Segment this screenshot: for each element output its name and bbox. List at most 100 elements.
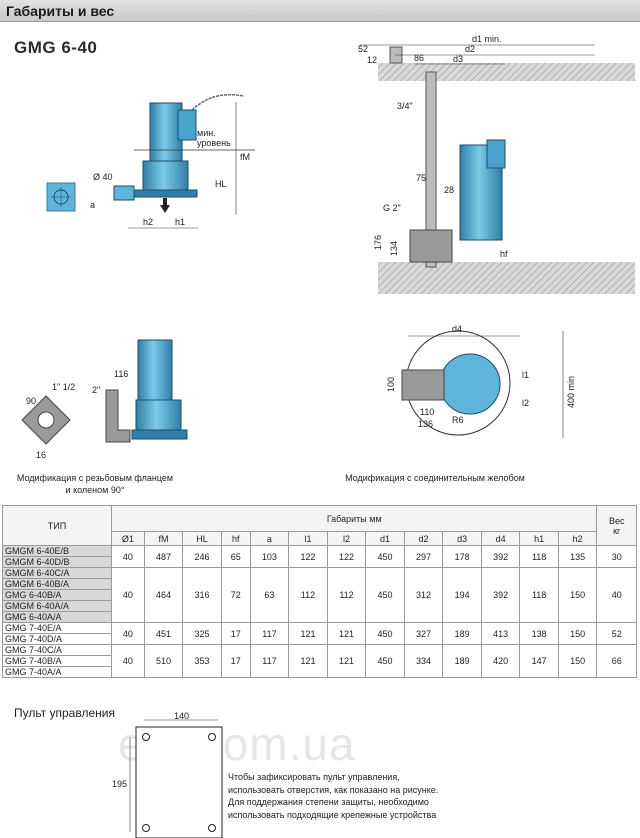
value-cell: 138 [519,622,559,645]
model-cell: GMGM 6-40C/A [2,567,112,579]
column-header: d1 [365,531,405,546]
value-cell: 464 [143,567,184,623]
fm-label: fM [240,152,250,162]
value-cell: 121 [288,644,328,678]
value-cell: 118 [519,545,559,568]
value-cell: 121 [288,622,328,645]
installation-drawing: d1 min. d2 d3 52 12 86 3/4" 75 28 G 2" 1… [358,34,635,294]
value-cell: 325 [182,622,222,645]
n112-label: 1" 1/2 [52,382,75,392]
value-cell: 150 [557,567,598,623]
column-header: h2 [557,531,598,546]
n52-label: 52 [358,44,368,54]
value-cell: 112 [288,567,328,623]
value-cell: 122 [288,545,328,568]
value-cell: 121 [326,622,367,645]
value-cell: 392 [480,567,521,623]
a-label: a [90,200,95,210]
l1-label: l1 [522,370,529,380]
value-cell: 52 [596,622,637,645]
model-cell: GMG 7-40B/A [2,655,112,667]
value-cell: 420 [480,644,521,678]
value-cell: 392 [480,545,521,568]
h1-label: h1 [175,217,185,227]
d40-label: Ø 40 [93,172,113,182]
min-level-label: мин. [197,128,216,138]
model-cell: GMGM 6-40D/B [2,556,112,568]
value-cell: 40 [111,622,145,645]
value-cell: 312 [403,567,444,623]
value-cell: 327 [403,622,444,645]
value-cell: 178 [442,545,482,568]
flange-elbow-drawing: 116 2" 90 16 1" 1/2 [21,339,188,460]
value-cell: 147 [519,644,559,678]
value-cell: 450 [365,644,405,678]
column-header: HL [182,531,222,546]
value-cell: 118 [519,567,559,623]
value-cell: 17 [220,644,251,678]
min-level-label-2: уровень [197,138,231,148]
value-cell: 117 [249,622,290,645]
value-cell: 40 [596,567,637,623]
value-cell: 413 [480,622,521,645]
d3-label: d3 [453,54,463,64]
column-header: a [249,531,290,546]
value-cell: 40 [111,567,145,623]
d1min-label: d1 min. [472,34,502,44]
value-cell: 63 [249,567,290,623]
d4-label: d4 [452,324,462,334]
value-cell: 450 [365,567,405,623]
value-cell: 117 [249,644,290,678]
n16-label: 16 [36,450,46,460]
value-cell: 135 [557,545,598,568]
pump-drawing-main: мин. уровень fM HL Ø 40 a h2 h1 [46,94,255,229]
model-cell: GMGM 6-40E/B [2,545,112,557]
panel-width-label: 140 [174,712,189,721]
value-cell: 112 [326,567,367,623]
value-cell: 65 [220,545,251,568]
r6-label: R6 [452,415,464,425]
value-cell: 450 [365,622,405,645]
column-header: hf [220,531,251,546]
header-bar: Габариты и вес [0,0,640,22]
value-cell: 246 [182,545,222,568]
n134-label: 134 [389,241,399,256]
column-header: h1 [519,531,559,546]
n400-label: 400 min [566,376,576,408]
dimensions-header: Габариты мм [110,505,598,532]
g2-label: G 2" [383,203,401,213]
hf-label: hf [500,249,508,259]
value-cell: 150 [557,644,598,678]
value-cell: 353 [182,644,222,678]
value-cell: 297 [403,545,444,568]
value-cell: 66 [596,644,637,678]
h2-label: h2 [143,217,153,227]
value-cell: 316 [182,567,222,623]
dimension-drawings: мин. уровень fM HL Ø 40 a h2 h1 d1 min. … [21,34,635,460]
n34-label: 3/4" [397,101,413,111]
column-header: fM [143,531,184,546]
control-panel-note: Чтобы зафиксировать пульт управления, ис… [228,772,439,820]
caption-flange: Модификация с резьбовым фланцем и колено… [16,473,174,495]
n86-label: 86 [414,53,424,63]
hl-label: HL [215,179,227,189]
page-title: Габариты и вес [6,3,115,19]
model-cell: GMG 7-40D/A [2,633,112,645]
value-cell: 450 [365,545,405,568]
value-cell: 30 [596,545,637,568]
weight-header: Вес кг [596,505,637,546]
value-cell: 72 [220,567,251,623]
table-row: GMG 7-40A/A [2,666,637,678]
value-cell: 510 [143,644,184,678]
n110-label: 110 [420,407,434,417]
typ-header: ТИП [2,505,112,546]
n2-label: 2" [92,385,100,395]
top-view-drawing: d4 l1 l2 100 110 136 R6 400 min [386,324,576,438]
model-cell: GMGM 6-40A/A [2,600,112,612]
n100-label: 100 [386,377,396,392]
